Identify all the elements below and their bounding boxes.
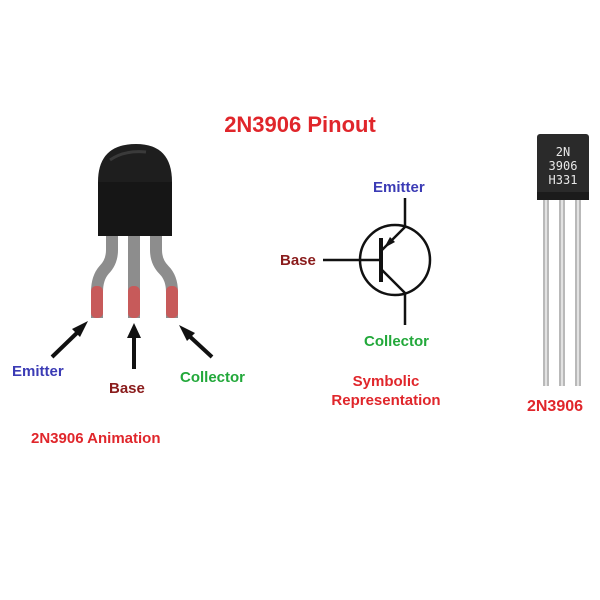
emitter-arrow-icon (384, 237, 395, 248)
symbol-base-label: Base (280, 252, 316, 269)
base-pin-tip (128, 286, 140, 318)
photo-marking-line1: 2N (555, 145, 571, 159)
pin-tips (91, 286, 178, 318)
emitter-pin-tip (91, 286, 103, 318)
symbol-caption: Symbolic Representation (331, 373, 441, 409)
photo-lead-1-shine (545, 198, 547, 386)
animation-emitter-label: Emitter (12, 363, 64, 380)
base-arrow-head (127, 323, 141, 338)
page-title: 2N3906 Pinout (224, 112, 376, 137)
collector-pin-tip (166, 286, 178, 318)
transistor-photo (537, 134, 589, 386)
animation-caption: 2N3906 Animation (31, 430, 161, 447)
photo-lead-3-shine (577, 198, 579, 386)
body-flat-face (98, 182, 172, 236)
transistor-body (98, 144, 172, 236)
pin-arrows (50, 321, 214, 369)
animation-base-label: Base (109, 380, 145, 397)
photo-caption: 2N3906 (526, 398, 584, 415)
emitter-arrow-line (50, 328, 82, 359)
photo-marking-line3: H331 (548, 173, 578, 187)
symbol-emitter-label: Emitter (373, 179, 425, 196)
symbol-collector-label: Collector (364, 333, 430, 350)
photo-lead-2-shine (561, 198, 563, 386)
photo-body (537, 134, 589, 198)
emitter-arrow-head (72, 321, 88, 337)
collector-arrow-head (179, 325, 195, 341)
body-highlight (109, 150, 147, 162)
animation-collector-label: Collector (180, 369, 246, 386)
pnp-symbol (323, 198, 432, 325)
photo-marking-line2: 3906 (548, 159, 578, 173)
collector-diagonal (381, 269, 406, 294)
photo-body-edge (537, 192, 589, 200)
